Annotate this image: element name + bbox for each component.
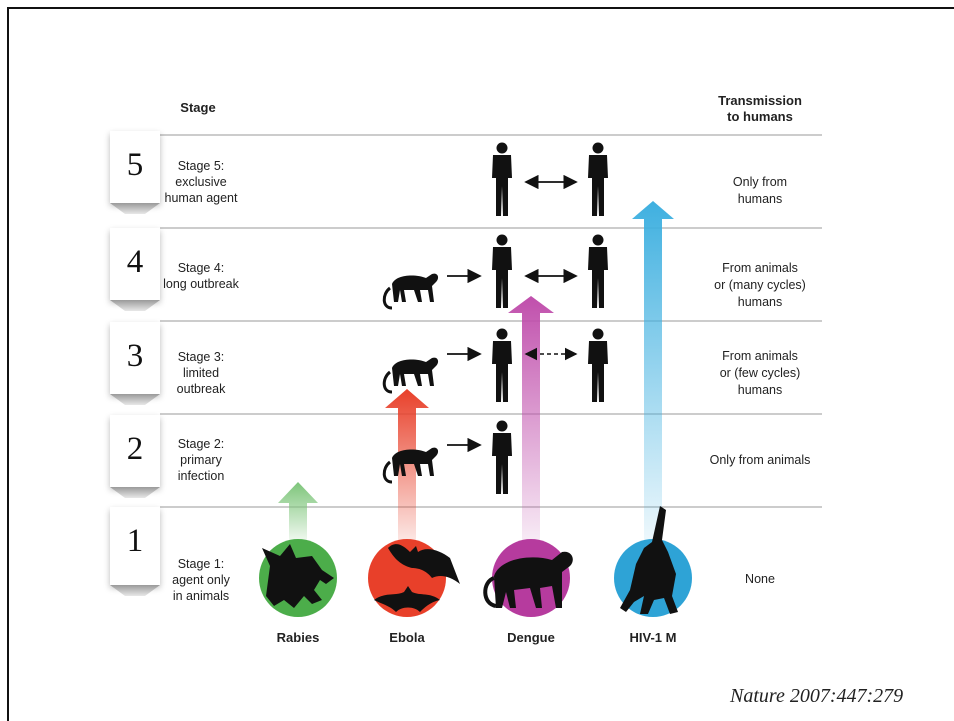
stage5-transmission [492, 142, 608, 216]
hiv-circle [614, 506, 692, 617]
stage2-transmission [382, 420, 512, 494]
stage-number: 2 [126, 431, 144, 467]
wolf-icon [262, 544, 334, 608]
stage3-transmission [382, 328, 608, 402]
row-dividers [160, 134, 822, 508]
slide-border-left [7, 7, 9, 721]
pathogen-label: Rabies [276, 630, 320, 645]
human-icon [492, 328, 512, 402]
stage-number-box: 5 [110, 131, 160, 203]
transmission-column-header: Transmission to humans [718, 93, 802, 124]
stage-number: 3 [126, 338, 144, 374]
stage-number: 1 [126, 523, 144, 559]
hiv-arrow [632, 201, 674, 545]
stage-description: Stage 4: long outbreak [163, 261, 239, 291]
human-icon [492, 142, 512, 216]
chimp-icon [620, 506, 678, 614]
dengue-arrow [508, 296, 554, 545]
human-icon [588, 142, 608, 216]
stage-description: Stage 1: agent only in animals [172, 557, 230, 603]
human-icon [492, 420, 512, 494]
pathogen-label: Dengue [507, 630, 555, 645]
stage-column-header: Stage [180, 100, 216, 115]
dengue-circle [483, 539, 573, 617]
stage-description: Stage 5: exclusive human agent [164, 159, 238, 205]
stage-number-box: 3 [110, 322, 160, 394]
pathogen-arrows [278, 201, 674, 545]
human-icon [492, 234, 512, 308]
human-icon [588, 328, 608, 402]
stage-number-box: 2 [110, 415, 160, 487]
stage-number-box: 4 [110, 228, 160, 300]
pathogen-label: HIV-1 M [629, 630, 677, 645]
slide-border-top [7, 7, 954, 9]
pathogen-label: Ebola [389, 630, 425, 645]
transmission-text: None [745, 572, 775, 586]
human-icon [588, 234, 608, 308]
stage-number: 5 [126, 147, 144, 183]
stage4-transmission [382, 234, 608, 310]
stage-number-box: 1 [110, 507, 160, 585]
monkey-icon [382, 356, 440, 394]
bat-icon [374, 586, 440, 612]
transmission-text: From animals or (many cycles) humans [714, 261, 806, 309]
stage-number: 4 [126, 244, 144, 280]
monkey-icon [483, 576, 497, 608]
monkey-icon [382, 272, 440, 310]
monkey-icon [494, 551, 573, 608]
transmission-text: Only from animals [709, 453, 811, 467]
rabies-circle [259, 539, 337, 617]
rabies-arrow [278, 482, 318, 545]
ebola-circle [368, 539, 460, 617]
stage-description: Stage 2: primary infection [177, 437, 225, 483]
bat-icon [388, 544, 460, 584]
transmission-text: From animals or (few cycles) humans [719, 349, 801, 397]
transmission-text: Only from humans [732, 175, 788, 206]
ebola-arrow [385, 389, 429, 545]
citation: Nature 2007:447:279 [730, 685, 904, 707]
stage-description: Stage 3: limited outbreak [176, 350, 226, 396]
